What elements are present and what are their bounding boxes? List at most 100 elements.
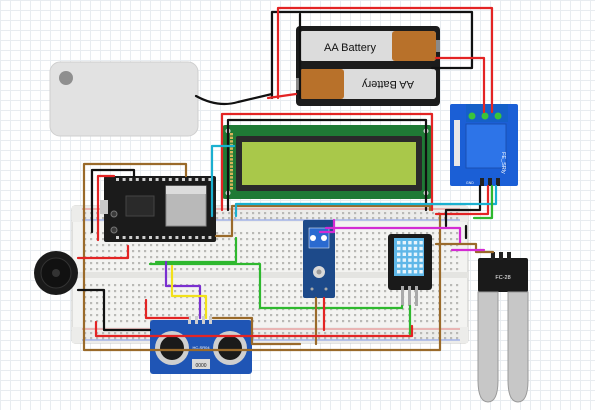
breadboard-hole	[324, 337, 327, 340]
water-tank	[49, 61, 199, 137]
breadboard-hole	[432, 308, 435, 311]
breadboard-hole	[402, 212, 405, 215]
breadboard-hole	[144, 296, 147, 299]
breadboard-hole	[264, 302, 267, 305]
breadboard-hole	[384, 320, 387, 323]
breadboard-hole	[390, 314, 393, 317]
breadboard-hole	[294, 332, 297, 335]
breadboard-hole	[276, 320, 279, 323]
breadboard-hole	[300, 217, 303, 220]
breadboard-hole	[252, 244, 255, 247]
esp32-pin	[135, 236, 139, 239]
breadboard-hole	[396, 337, 399, 340]
breadboard-hole	[156, 250, 159, 253]
breadboard-hole	[306, 217, 309, 220]
breadboard-hole	[258, 250, 261, 253]
breadboard-hole	[138, 290, 141, 293]
breadboard-hole	[402, 232, 405, 235]
breadboard-hole	[96, 268, 99, 271]
breadboard-hole	[126, 284, 129, 287]
breadboard-hole	[378, 314, 381, 317]
breadboard-hole	[276, 262, 279, 265]
breadboard-hole	[144, 332, 147, 335]
breadboard-hole	[444, 337, 447, 340]
breadboard-hole	[132, 314, 135, 317]
breadboard-hole	[300, 268, 303, 271]
esp32-pin	[175, 236, 179, 239]
esp32-pin	[182, 178, 185, 181]
breadboard-hole	[426, 314, 429, 317]
breadboard-hole	[300, 256, 303, 259]
breadboard-hole	[240, 232, 243, 235]
breadboard-hole	[180, 244, 183, 247]
breadboard-hole	[342, 262, 345, 265]
breadboard-hole	[408, 337, 411, 340]
wire-red-lcd	[220, 112, 434, 212]
breadboard-hole	[294, 284, 297, 287]
breadboard-hole	[198, 250, 201, 253]
breadboard-hole	[234, 232, 237, 235]
breadboard-hole	[384, 332, 387, 335]
breadboard-hole	[192, 290, 195, 293]
breadboard-hole	[432, 212, 435, 215]
breadboard-hole	[126, 244, 129, 247]
breadboard-hole	[222, 302, 225, 305]
breadboard-hole	[192, 314, 195, 317]
breadboard-hole	[222, 244, 225, 247]
breadboard-hole	[228, 244, 231, 247]
breadboard-hole	[420, 302, 423, 305]
breadboard-hole	[258, 238, 261, 241]
dht-vent	[413, 264, 418, 268]
breadboard-hole	[168, 308, 171, 311]
breadboard-hole	[222, 308, 225, 311]
breadboard-hole	[258, 320, 261, 323]
wire-brown-probe	[434, 242, 495, 254]
breadboard-hole	[342, 290, 345, 293]
dht-vent	[413, 258, 418, 262]
breadboard-hole	[96, 244, 99, 247]
breadboard-hole	[444, 284, 447, 287]
breadboard-hole	[270, 302, 273, 305]
breadboard-hole	[156, 314, 159, 317]
breadboard-hole	[270, 217, 273, 220]
breadboard-hole	[366, 244, 369, 247]
breadboard-hole	[156, 284, 159, 287]
breadboard-hole	[258, 244, 261, 247]
breadboard-hole	[402, 337, 405, 340]
breadboard-hole	[150, 284, 153, 287]
wiring	[76, 6, 498, 352]
breadboard-hole	[330, 302, 333, 305]
breadboard-hole	[240, 217, 243, 220]
breadboard-hole	[348, 290, 351, 293]
breadboard-hole	[108, 262, 111, 265]
breadboard-hole	[444, 250, 447, 253]
breadboard-hole	[294, 320, 297, 323]
breadboard-hole	[240, 250, 243, 253]
breadboard-hole	[126, 290, 129, 293]
breadboard-hole	[216, 250, 219, 253]
breadboard-hole	[90, 284, 93, 287]
breadboard-hole	[342, 232, 345, 235]
breadboard-hole	[360, 320, 363, 323]
lcd-screen	[242, 142, 416, 185]
esp32-pin	[182, 236, 185, 239]
breadboard-hole	[354, 268, 357, 271]
breadboard-hole	[456, 290, 459, 293]
dht-vent	[408, 246, 412, 251]
breadboard-hole	[312, 217, 315, 220]
breadboard-hole	[330, 217, 333, 220]
breadboard-hole	[300, 212, 303, 215]
breadboard-hole	[96, 337, 99, 340]
breadboard-hole	[132, 337, 135, 340]
breadboard-hole	[150, 268, 153, 271]
breadboard-hole	[90, 332, 93, 335]
breadboard-hole	[192, 250, 195, 253]
breadboard-hole	[216, 232, 219, 235]
breadboard-hole	[294, 302, 297, 305]
breadboard-hole	[126, 296, 129, 299]
breadboard-hole	[300, 262, 303, 265]
dht-vent	[397, 252, 401, 256]
breadboard-hole	[240, 256, 243, 259]
breadboard-hole	[354, 238, 357, 241]
breadboard-hole	[126, 302, 129, 305]
